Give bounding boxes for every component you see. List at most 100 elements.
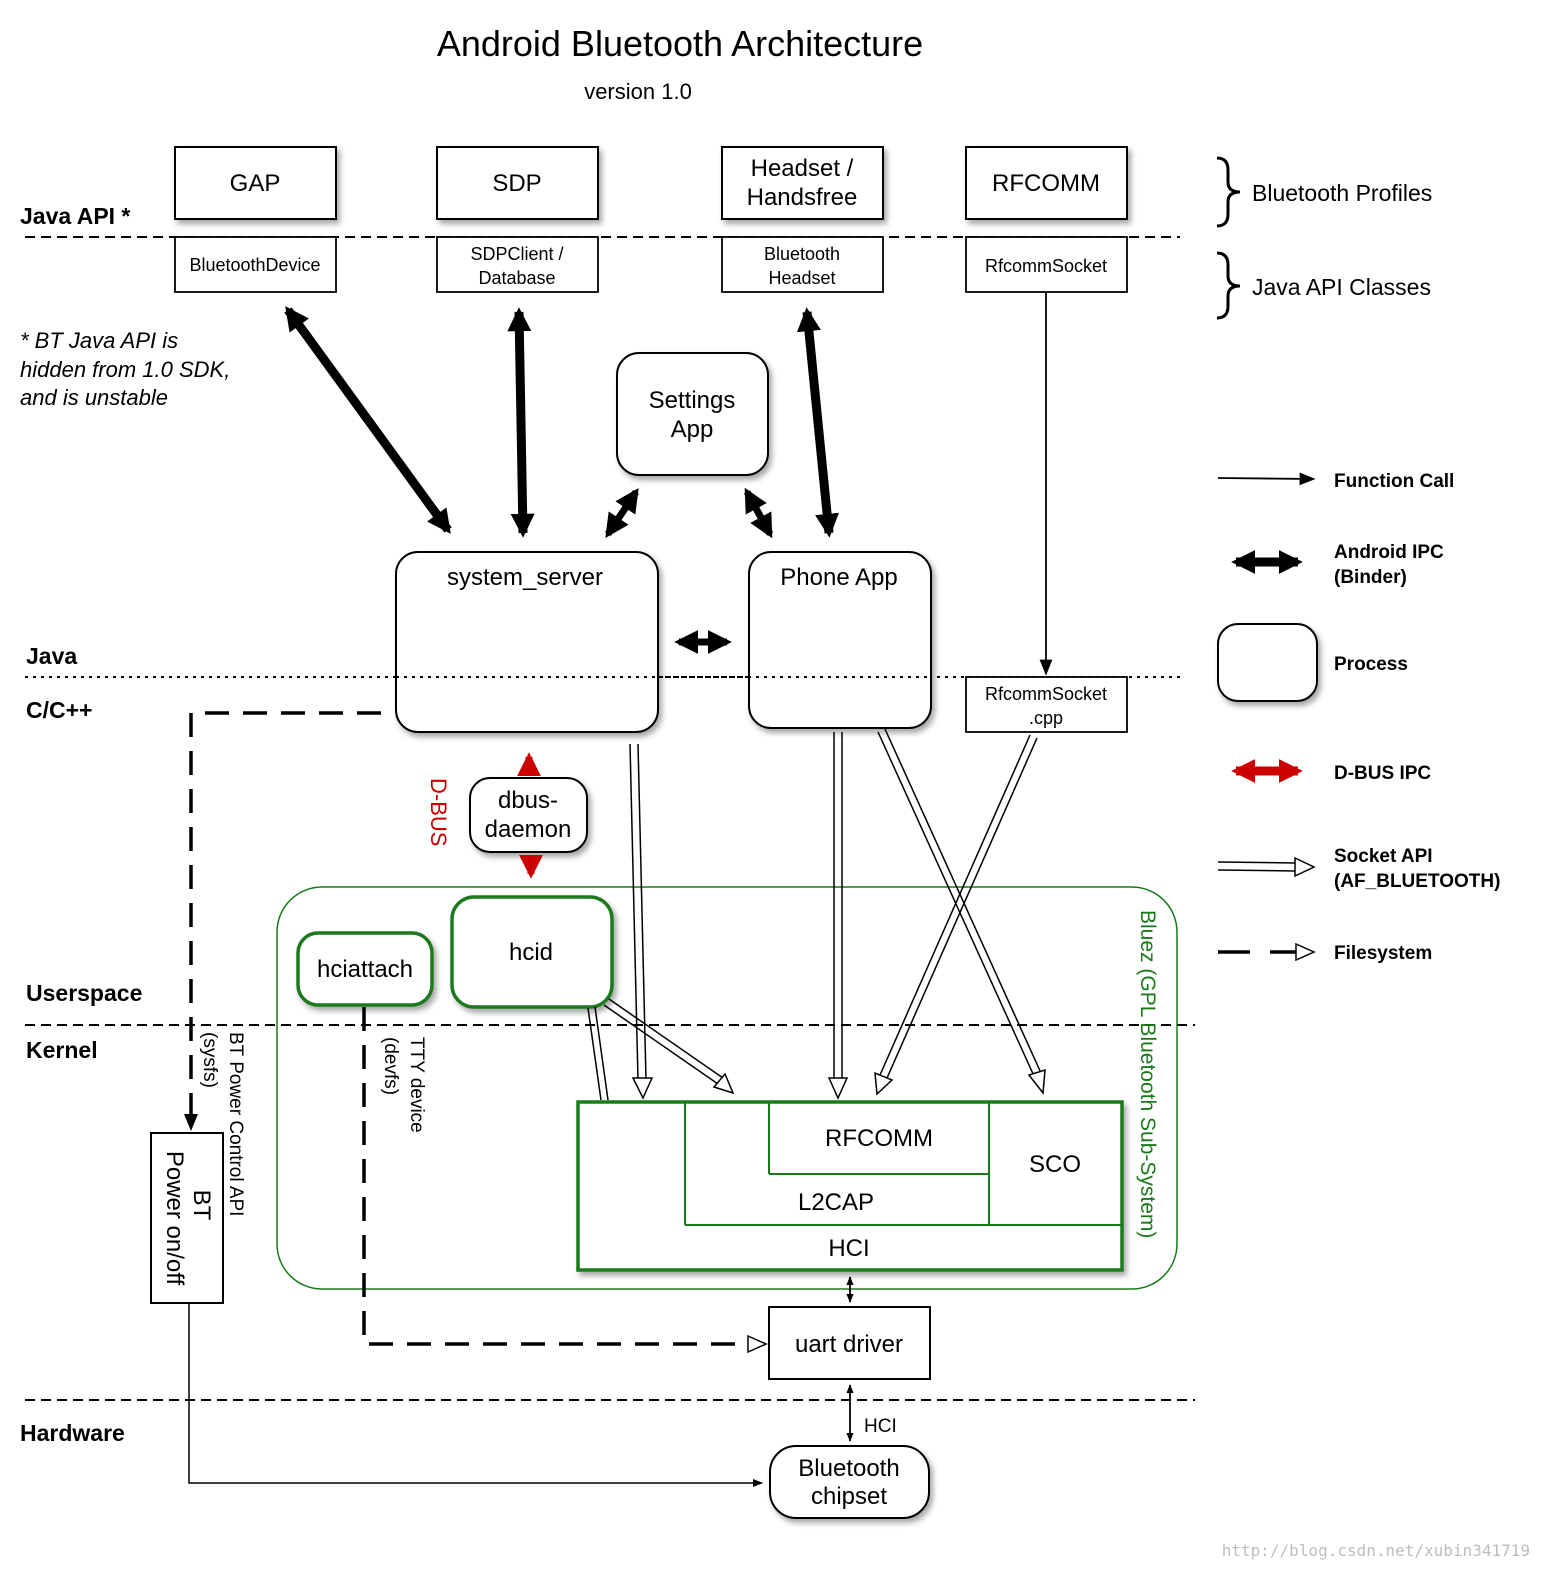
profile-rfcomm-label: RFCOMM: [992, 170, 1100, 197]
bluetooth-chipset-label-2: chipset: [811, 1483, 887, 1510]
class-bluetooth-device-label: BluetoothDevice: [189, 255, 320, 275]
layer-cpp: C/C++: [26, 697, 92, 723]
class-rfcomm-socket: RfcommSocket: [965, 236, 1128, 293]
class-sdp-client-label-2: Database: [478, 268, 555, 288]
ipc-bluetooth-device-system-server: [284, 306, 452, 534]
legend-process-label: Process: [1334, 654, 1408, 675]
process-bluetooth-chipset: Bluetooth chipset: [769, 1445, 930, 1519]
hci-link-label: HCI: [864, 1416, 897, 1437]
profile-headset-label-1: Headset /: [751, 155, 854, 182]
dbus-arrows: [517, 752, 543, 879]
class-bluetooth-device: BluetoothDevice: [174, 236, 337, 293]
note-line-2: hidden from 1.0 SDK,: [20, 357, 230, 382]
filesystem-arrows: [184, 711, 768, 1354]
diagram-title: Android Bluetooth Architecture: [437, 23, 923, 64]
hciattach-label: hciattach: [317, 956, 413, 983]
bluez-label: Bluez (GPL Bluetooth Sub-System): [1136, 910, 1159, 1238]
socket-cpp-rfcomm: [879, 734, 1038, 1079]
class-rfcomm-socket-label: RfcommSocket: [985, 256, 1107, 276]
profile-sdp: SDP: [436, 146, 599, 220]
rfcomm-socket-cpp-label-2: .cpp: [1029, 708, 1063, 728]
ipc-settings-system-server: [605, 488, 639, 538]
bt-power-label-2: Power on/off: [161, 1151, 188, 1286]
fs-hciattach-uart-head: [747, 1334, 768, 1354]
ipc-sdp-system-server: [507, 307, 535, 538]
layer-hardware: Hardware: [20, 1420, 125, 1446]
process-phone-app: Phone App: [748, 551, 932, 729]
socket-hcid-l2cap: [603, 998, 724, 1085]
bt-power-box: BT Power on/off: [150, 1132, 224, 1304]
legend-android-ipc-label-2: (Binder): [1334, 567, 1407, 588]
legend-filesystem-label: Filesystem: [1334, 943, 1432, 964]
layer-java: Java: [26, 643, 77, 669]
bt-power-to-chipset: [188, 1303, 763, 1487]
process-settings-app: Settings App: [616, 352, 769, 476]
settings-app-label-2: App: [671, 416, 714, 443]
profile-sdp-label: SDP: [492, 170, 541, 197]
bt-power-api-label-2: (sysfs): [199, 1032, 220, 1088]
socket-system-server-stack: [629, 743, 647, 1081]
legend-filesystem: Filesystem: [1218, 942, 1432, 964]
watermark: http://blog.csdn.net/xubin341719: [1222, 1541, 1530, 1560]
system-server-label: system_server: [447, 564, 603, 591]
dbus-label: D-BUS: [426, 778, 451, 846]
legend-android-ipc: Android IPC (Binder): [1231, 542, 1444, 588]
bluez-subsystem-boundary: [276, 886, 1178, 1290]
fs-system-server-bt-power: [189, 711, 381, 1118]
uart-driver: uart driver: [768, 1306, 931, 1380]
ipc-settings-phone-app: [743, 487, 774, 539]
process-system-server: system_server: [395, 551, 659, 733]
class-bluetooth-headset-label-1: Bluetooth: [764, 244, 840, 264]
tty-device-label-2: (devfs): [380, 1037, 401, 1095]
legend-socket-api-label-1: Socket API: [1334, 846, 1433, 867]
brace-api-classes: Java API Classes: [1216, 251, 1431, 320]
brace-profiles: Bluetooth Profiles: [1216, 156, 1432, 228]
class-sdp-client-label-1: SDPClient /: [470, 244, 563, 264]
profile-gap-label: GAP: [230, 170, 281, 197]
process-hcid: hcid: [450, 895, 614, 1009]
rfcomm-socket-cpp-label-1: RfcommSocket: [985, 684, 1107, 704]
uart-driver-label: uart driver: [795, 1331, 903, 1358]
layer-kernel: Kernel: [26, 1037, 98, 1063]
socket-phone-sco-head: [1027, 1068, 1046, 1095]
profile-headset: Headset / Handsfree: [721, 146, 884, 220]
profile-headset-label-2: Handsfree: [747, 184, 858, 211]
stack-rfcomm: RFCOMM: [825, 1125, 933, 1152]
settings-app-label-1: Settings: [649, 387, 736, 414]
process-dbus-daemon: dbus- daemon: [469, 777, 588, 853]
kernel-bt-stack: RFCOMM SCO L2CAP HCI: [576, 1100, 1124, 1272]
legend-socket-api: Socket API (AF_BLUETOOTH): [1217, 846, 1500, 892]
class-sdp-client: SDPClient / Database: [436, 236, 599, 293]
socket-hcid-hci: [587, 1006, 609, 1101]
ipc-headset-phone-app: [796, 307, 840, 538]
stack-sco: SCO: [1029, 1151, 1081, 1178]
class-bluetooth-headset: Bluetooth Headset: [721, 236, 884, 293]
bt-power-label-1: BT: [188, 1190, 215, 1221]
fs-system-server-bt-power-head: [184, 1114, 198, 1131]
stack-l2cap: L2CAP: [798, 1189, 874, 1216]
phone-app-label: Phone App: [780, 564, 897, 591]
legend-function-call-label: Function Call: [1334, 471, 1454, 492]
legend: Function Call Android IPC (Binder) Proce…: [1217, 471, 1500, 964]
socket-phone-rfcomm: [833, 732, 843, 1078]
dbus-daemon-label-2: daemon: [485, 816, 572, 843]
legend-dbus-ipc: D-BUS IPC: [1231, 759, 1431, 784]
legend-dbus-ipc-label: D-BUS IPC: [1334, 763, 1431, 784]
note-line-1: * BT Java API is: [20, 328, 178, 353]
socket-hcid-l2cap-head: [712, 1072, 735, 1095]
legend-function-call: Function Call: [1217, 471, 1454, 492]
legend-socket-api-label-2: (AF_BLUETOOTH): [1334, 871, 1500, 892]
profile-rfcomm: RFCOMM: [965, 146, 1128, 220]
bluetooth-chipset-label-1: Bluetooth: [798, 1455, 899, 1482]
socket-system-server-head: [631, 1077, 654, 1100]
tty-device-label-1: TTY device: [406, 1037, 427, 1133]
layer-userspace: Userspace: [26, 980, 142, 1006]
note-line-3: and is unstable: [20, 385, 168, 410]
profile-gap: GAP: [174, 146, 337, 220]
process-hciattach: hciattach: [296, 931, 434, 1007]
bt-power-api-label-1: BT Power Control API: [225, 1032, 246, 1216]
socket-cpp-rfcomm-head: [874, 1071, 894, 1096]
dbus-daemon-label-1: dbus-: [498, 787, 558, 814]
